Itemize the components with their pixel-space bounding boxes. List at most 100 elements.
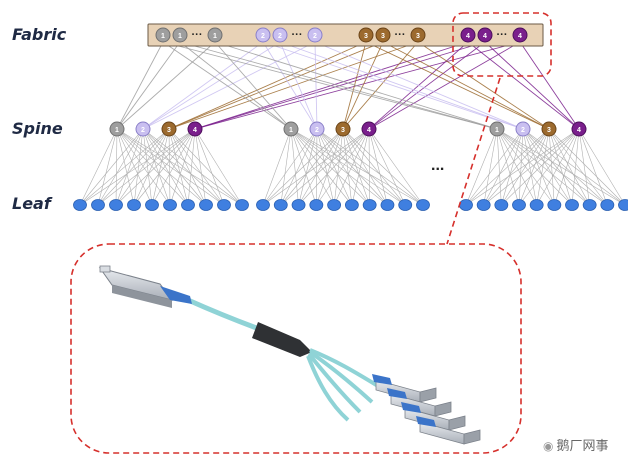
spine-leaf-link bbox=[115, 128, 118, 206]
spine-leaf-link bbox=[465, 128, 580, 206]
spine-leaf-link bbox=[79, 128, 118, 206]
spine-leaf-link bbox=[483, 128, 580, 206]
leaf-node bbox=[309, 199, 324, 211]
spine-leaf-link bbox=[548, 128, 626, 206]
spine-leaf-link bbox=[280, 128, 318, 206]
fabric-spine-link-2 bbox=[314, 41, 318, 130]
fabric-node-3 bbox=[410, 27, 426, 43]
fabric-node-label: 3 bbox=[364, 33, 368, 40]
spine-node-label: 3 bbox=[341, 127, 345, 134]
spine-leaf-link bbox=[316, 128, 353, 206]
fabric-dots: ··· bbox=[395, 29, 406, 41]
spine-node-4 bbox=[571, 121, 587, 137]
leaf-label: Leaf bbox=[12, 194, 51, 213]
spine-leaf-link bbox=[151, 128, 170, 206]
spine-leaf-link bbox=[522, 128, 573, 206]
spine-node-label: 3 bbox=[547, 127, 551, 134]
spine-node-3 bbox=[335, 121, 351, 137]
leaf-node bbox=[600, 199, 615, 211]
spine-node-2 bbox=[309, 121, 325, 137]
spine-leaf-link bbox=[465, 128, 550, 206]
spine-leaf-link bbox=[342, 128, 388, 206]
spine-leaf-link bbox=[522, 128, 590, 206]
breakout-cable-illustration bbox=[98, 265, 481, 445]
spine-leaf-link bbox=[548, 128, 590, 206]
spine-leaf-link bbox=[97, 128, 196, 206]
fanout-cable-4 bbox=[306, 355, 350, 422]
leaf-node bbox=[273, 199, 288, 211]
fabric-node-4 bbox=[460, 27, 476, 43]
spine-leaf-link bbox=[194, 128, 225, 206]
spine-leaf-link bbox=[368, 128, 370, 206]
spine-leaf-link bbox=[115, 128, 196, 206]
spine-node-2 bbox=[135, 121, 151, 137]
module-latch bbox=[416, 416, 436, 427]
spine-leaf-link bbox=[483, 128, 550, 206]
fabric-spine-link-1 bbox=[162, 41, 292, 130]
fabric-spine-link-1 bbox=[214, 41, 292, 130]
fabric-node-label: 1 bbox=[161, 33, 165, 40]
module-end bbox=[419, 387, 437, 403]
spine-leaf-link bbox=[496, 128, 502, 206]
leaf-node bbox=[91, 199, 105, 211]
fabric-spine-link-2 bbox=[314, 41, 524, 130]
spine-leaf-link bbox=[496, 128, 573, 206]
spine-leaf-link bbox=[133, 128, 170, 206]
fabric-node-label: 1 bbox=[178, 33, 182, 40]
spine-leaf-link bbox=[290, 128, 406, 206]
fabric-spine-link-2 bbox=[279, 41, 524, 130]
fabric-dots: ··· bbox=[497, 29, 508, 41]
fabric-spine-link-1 bbox=[179, 41, 292, 130]
fabric-spine-link-3 bbox=[417, 41, 550, 130]
spine-leaf-link bbox=[316, 128, 424, 206]
leaf-node bbox=[109, 199, 123, 211]
spine-node-label: 3 bbox=[167, 127, 171, 134]
spine-leaf-link bbox=[483, 128, 498, 206]
fabric-node-1 bbox=[207, 27, 223, 43]
fabric-node-3 bbox=[358, 27, 374, 43]
spine-leaf-link bbox=[262, 128, 292, 206]
spine-leaf-link bbox=[298, 128, 344, 206]
module-end bbox=[434, 401, 452, 417]
spine-node-1 bbox=[489, 121, 505, 137]
leaf-node bbox=[582, 199, 597, 211]
spine-leaf-link bbox=[333, 128, 344, 206]
trunk-cable bbox=[186, 297, 263, 333]
breakout-module-4 bbox=[416, 416, 481, 445]
fabric-spine-link-2 bbox=[142, 41, 264, 130]
spine-leaf-link bbox=[368, 128, 388, 206]
leaf-node bbox=[181, 199, 195, 211]
spine-leaf-link bbox=[280, 128, 292, 206]
spine-leaf-link bbox=[316, 128, 344, 206]
spine-leaf-link bbox=[168, 128, 243, 206]
spine-leaf-link bbox=[290, 128, 370, 206]
spine-leaf-link bbox=[496, 128, 537, 206]
spine-leaf-link bbox=[333, 128, 370, 206]
fabric-spine-link-1 bbox=[162, 41, 498, 130]
fanout-cable-3 bbox=[307, 352, 362, 414]
spine-leaf-link bbox=[554, 128, 580, 206]
spine-leaf-link bbox=[116, 128, 207, 206]
fanout-cable-2 bbox=[308, 350, 374, 404]
leaf-node bbox=[362, 199, 377, 211]
spine-leaf-link bbox=[79, 128, 196, 206]
spine-leaf-link bbox=[116, 128, 153, 206]
fabric-node-1 bbox=[172, 27, 188, 43]
module-latch bbox=[372, 374, 392, 385]
leaf-node bbox=[380, 199, 395, 211]
leaf-node bbox=[344, 199, 359, 211]
spine-label: Spine bbox=[12, 119, 63, 138]
spine-leaf-link bbox=[298, 128, 318, 206]
spine-leaf-link bbox=[316, 128, 370, 206]
spine-leaf-link bbox=[262, 128, 344, 206]
spine-leaf-link bbox=[518, 128, 524, 206]
spine-leaf-link bbox=[97, 128, 170, 206]
spine-leaf-link bbox=[368, 128, 424, 206]
spine-leaf-link bbox=[151, 128, 196, 206]
spine-leaf-link bbox=[142, 128, 171, 206]
spine-leaf-link bbox=[571, 128, 580, 206]
spine-leaf-link bbox=[298, 128, 370, 206]
fabric-spine-link-4 bbox=[368, 41, 486, 130]
fabric-node-label: 4 bbox=[466, 33, 470, 40]
